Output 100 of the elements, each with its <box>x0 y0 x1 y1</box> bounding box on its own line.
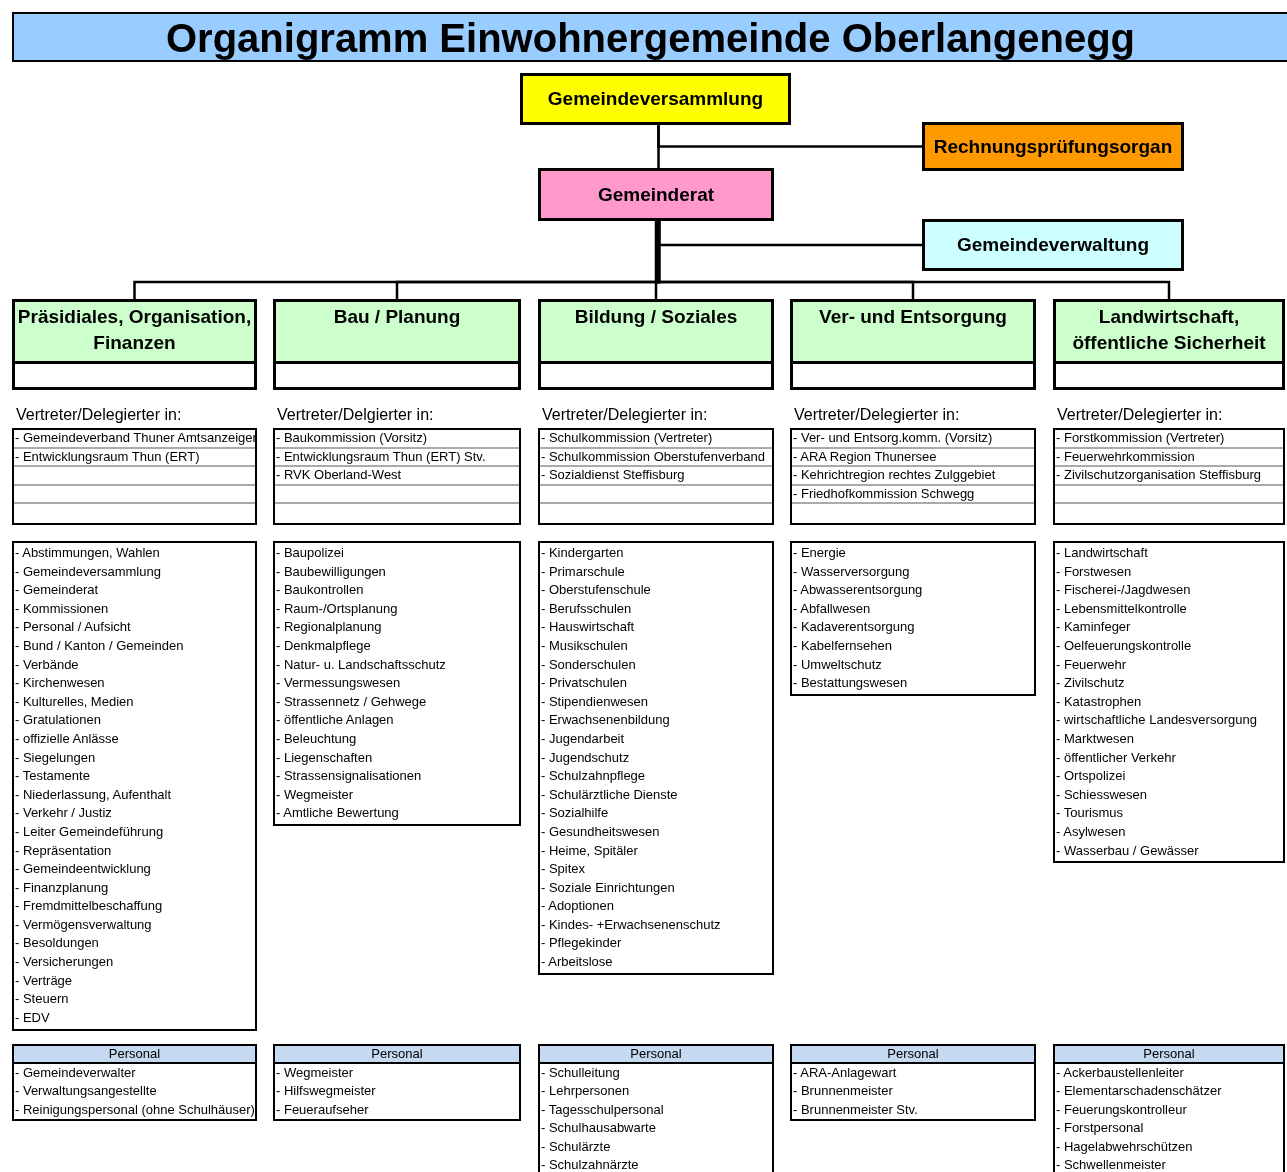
list-item: - Beleuchtung <box>275 729 358 748</box>
table-header: Personal <box>1055 1046 1283 1064</box>
table-heading: Vertreter/Delegierter in: <box>542 406 708 424</box>
list-item: - Schwellenmeister <box>1055 1156 1167 1172</box>
list-item: - Elementarschadenschätzer <box>1055 1082 1223 1101</box>
table-heading: Vertreter/Delegierter in: <box>794 406 960 424</box>
staff-table <box>790 1044 1036 1122</box>
list-item: - Sozialhilfe <box>540 804 610 823</box>
list-item: - öffentliche Anlagen <box>275 711 395 730</box>
list-item: - Verkehr / Justiz <box>14 804 113 823</box>
list-item: - Siegelungen <box>14 748 97 767</box>
list-item: - Gemeinderat <box>14 581 100 600</box>
connector-line <box>657 125 922 148</box>
list-item: - Niederlassung, Aufenthalt <box>14 785 173 804</box>
list-item: - Strassennetz / Gehwege <box>275 692 428 711</box>
list-item: - Regionalplanung <box>275 618 383 637</box>
department-title: Landwirtschaft, öffentliche Sicherheit <box>1071 305 1267 355</box>
list-item: - Abstimmungen, Wahlen <box>14 544 161 562</box>
unit-title: Gemeindeversammlung <box>547 88 764 110</box>
staff-table <box>273 1044 521 1122</box>
list-item: - Feuerungskontrolleur <box>1055 1100 1188 1119</box>
list-item: - Marktwesen <box>1055 729 1136 748</box>
list-item: - Strassensignalisationen <box>275 767 423 786</box>
table-row: - Sozialdienst Steffisburg <box>540 467 772 486</box>
table-header: Personal <box>275 1046 519 1064</box>
list-item: - Verbände <box>14 655 80 674</box>
list-item: - Vermessungswesen <box>275 674 402 693</box>
list-item: - Schulhausabwarte <box>540 1119 657 1138</box>
connector-line <box>657 221 1171 299</box>
list-item: - Oelfeuerungskontrolle <box>1055 636 1193 655</box>
table-header: Personal <box>792 1046 1034 1064</box>
list-item: - wirtschaftliche Landesversorgung <box>1055 711 1258 730</box>
list-item: - Umweltschutz <box>792 655 883 674</box>
list-item: - Wegmeister <box>275 785 355 804</box>
list-item: - Feueraufseher <box>275 1100 370 1119</box>
list-item: - Gesundheitswesen <box>540 822 661 841</box>
list-item: - Energie <box>792 544 847 562</box>
list-item: - Raum-/Ortsplanung <box>275 599 399 618</box>
table-row: - Entwicklungsraum Thun (ERT) Stv. <box>275 448 519 468</box>
list-item: - Fremdmittelbeschaffung <box>14 897 164 916</box>
list-item: - Sonderschulen <box>540 655 637 674</box>
list-item: - Bestattungswesen <box>792 674 909 693</box>
list-item: - Adoptionen <box>540 897 615 916</box>
list-item: - Verträge <box>14 971 74 990</box>
list-item: - Jugendarbeit <box>540 729 626 748</box>
list-item: - Liegenschaften <box>275 748 374 767</box>
list-item: - Heime, Spitäler <box>540 841 639 860</box>
list-item: - Gemeindeentwicklung <box>14 860 152 879</box>
list-item: - Zivilschutz <box>1055 674 1126 693</box>
list-item: - ARA-Anlagewart <box>792 1064 898 1082</box>
unit-title: Gemeinderat <box>597 183 715 206</box>
list-item: - Stipendienwesen <box>540 692 649 711</box>
list-item: - Verwaltungsangestellte <box>14 1082 158 1101</box>
list-item: - Steuern <box>14 990 70 1009</box>
department-title: Ver- und Entsorgung <box>819 305 1007 329</box>
department-title: Bau / Planung <box>333 305 461 329</box>
list-item: - Hagelabwehrschützen <box>1055 1137 1194 1156</box>
list-item: - Jugendschutz <box>540 748 631 767</box>
department-box <box>1053 299 1285 390</box>
list-item: - Natur- u. Landschaftsschutz <box>275 655 447 674</box>
list-item: - Gemeindeverwalter <box>14 1064 137 1082</box>
list-item: - Baupolizei <box>275 544 345 562</box>
unit-title: Gemeindeverwaltung <box>956 234 1150 256</box>
table-row: - Friedhofkommission Schwegg <box>792 485 1034 505</box>
list-item: - Forstpersonal <box>1055 1119 1145 1138</box>
department-box <box>12 299 257 390</box>
list-item: - Besoldungen <box>14 934 100 953</box>
list-item: - Kulturelles, Medien <box>14 692 135 711</box>
list-item: - Kabelfernsehen <box>792 636 893 655</box>
title-banner: Organigramm Einwohnergemeinde Oberlangenegg <box>12 12 1287 62</box>
staff-table <box>1053 1044 1285 1172</box>
list-item: - Brunnenmeister Stv. <box>792 1100 919 1119</box>
table-header: Personal <box>540 1046 772 1064</box>
list-item: - Baubewilligungen <box>275 562 387 581</box>
table-row: - Schulkommission Oberstufenverband <box>540 448 772 468</box>
list-item: - Gemeindeversammlung <box>14 562 162 581</box>
list-item: - Spitex <box>540 860 587 879</box>
list-item: - Oberstufenschule <box>540 581 652 600</box>
list-item: - Feuerwehr <box>1055 655 1128 674</box>
list-item: - Abwasserentsorgung <box>792 581 924 600</box>
table-row: - Entwicklungsraum Thun (ERT) <box>14 448 255 468</box>
list-item: - öffentlicher Verkehr <box>1055 748 1177 767</box>
list-item: - Personal / Aufsicht <box>14 618 132 637</box>
list-item: - Testamente <box>14 767 91 786</box>
staff-table <box>538 1044 774 1172</box>
org-unit-box <box>922 122 1184 171</box>
list-item: - Kommissionen <box>14 599 110 618</box>
list-item: - Schulärztliche Dienste <box>540 785 679 804</box>
table-row: - Ver- und Entsorg.komm. (Vorsitz) <box>792 430 1034 449</box>
list-item: - Ortspolizei <box>1055 767 1127 786</box>
list-item: - Baukontrollen <box>275 581 365 600</box>
list-item: - Musikschulen <box>540 636 629 655</box>
table-row: - Baukommission (Vorsitz) <box>275 430 519 449</box>
list-item: - Berufsschulen <box>540 599 633 618</box>
table-row: - Kehrichtregion rechtes Zulggebiet <box>792 467 1034 486</box>
list-item: - Schulleitung <box>540 1064 621 1082</box>
list-item: - Finanzplanung <box>14 878 110 897</box>
list-item: - Lehrpersonen <box>540 1082 631 1101</box>
unit-title: Rechnungsprüfungsorgan <box>933 135 1173 158</box>
list-item: - Reinigungspersonal (ohne Schulhäuser) <box>14 1100 255 1119</box>
